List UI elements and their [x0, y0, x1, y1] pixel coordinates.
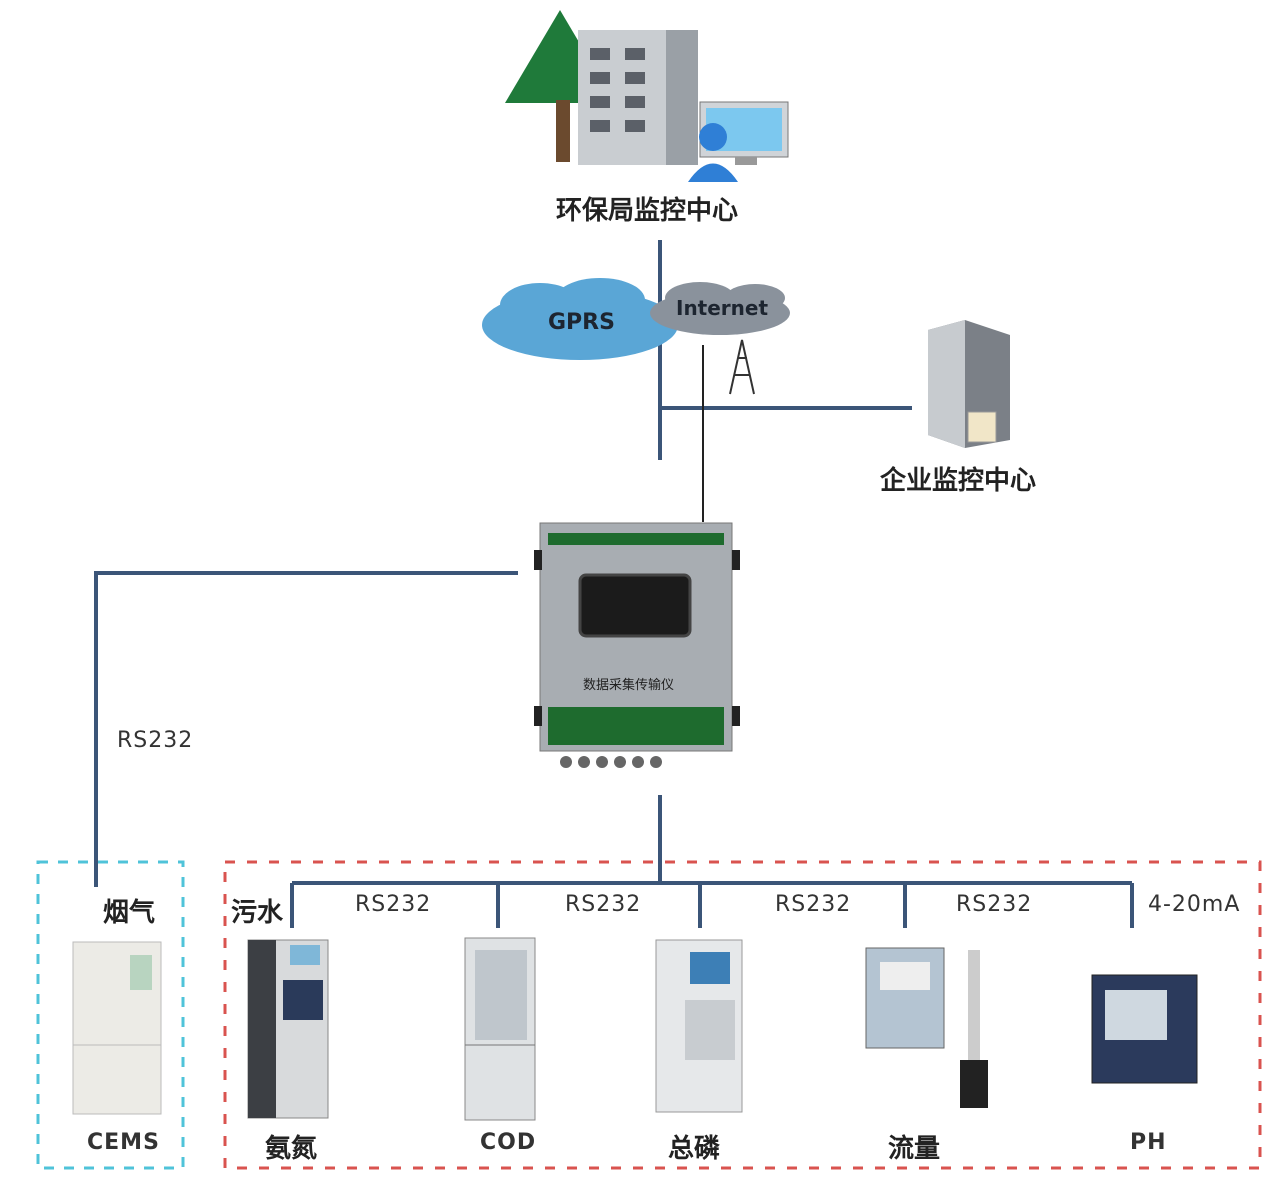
link-label: RS232	[565, 892, 642, 917]
environmental-bureau-center-label: 环保局监控中心	[556, 196, 739, 226]
tower-icon	[729, 339, 755, 395]
gprs-cloud-icon	[482, 278, 678, 360]
link-label: 4-20mA	[1148, 892, 1241, 917]
server-icon	[928, 320, 1010, 448]
gprs-label: GPRS	[548, 310, 615, 335]
data-acquisition-device	[534, 522, 740, 768]
instrument-label: 氨氮	[265, 1134, 318, 1164]
connection-lines	[94, 240, 1134, 928]
flow-meter-icon	[865, 947, 988, 1108]
link-label: RS232	[956, 892, 1033, 917]
flue-gas-label: 烟气	[103, 898, 156, 928]
flue-gas-group-box	[36, 860, 185, 1170]
phosphorus-analyzer-icon	[655, 939, 743, 1113]
cems-analyzer-icon	[72, 941, 162, 1115]
building-icon	[505, 10, 698, 165]
cod-analyzer-icon	[464, 937, 536, 1121]
cems-link-label: RS232	[117, 728, 194, 753]
device-label: 数据采集传输仪	[583, 678, 675, 693]
instrument-label: PH	[1130, 1130, 1167, 1155]
link-label: RS232	[355, 892, 432, 917]
enterprise-center-label: 企业监控中心	[880, 466, 1037, 496]
monitor-user-icon	[688, 101, 789, 182]
ph-meter-icon	[1091, 974, 1198, 1084]
instrument-label: COD	[480, 1130, 537, 1155]
ammonia-analyzer-icon	[247, 939, 329, 1119]
wastewater-group-box	[223, 860, 1262, 1170]
link-label: RS232	[775, 892, 852, 917]
internet-cloud-icon	[650, 282, 790, 335]
instrument-label: 总磷	[668, 1134, 721, 1164]
wastewater-label: 污水	[231, 898, 284, 928]
internet-label: Internet	[676, 296, 769, 320]
instrument-label: 流量	[888, 1134, 941, 1164]
cems-label: CEMS	[87, 1130, 160, 1155]
